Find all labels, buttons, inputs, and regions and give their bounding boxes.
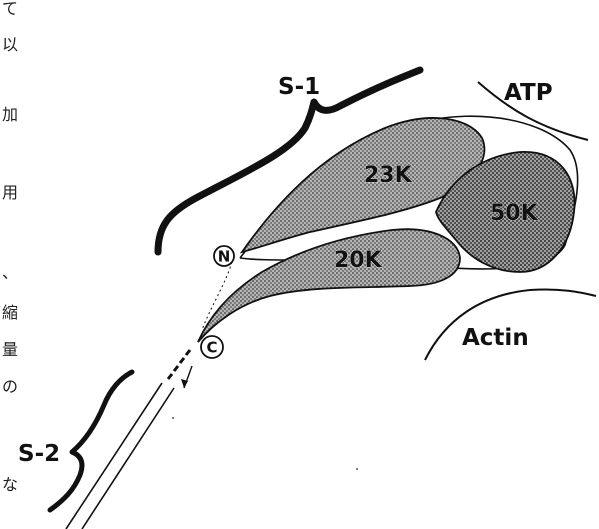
label-20k: 20K xyxy=(334,248,383,273)
direction-arrow-icon xyxy=(181,366,192,388)
stray-dot xyxy=(356,468,358,470)
label-s2: S-2 xyxy=(18,441,60,467)
margin-text: て 以 加 用 、 縮 量 の な xyxy=(2,0,18,494)
margin-char: 以 xyxy=(2,35,18,54)
c-terminus-label: C xyxy=(206,339,217,357)
margin-char: て xyxy=(2,0,18,18)
margin-char: 用 xyxy=(2,183,18,202)
s2-brace xyxy=(50,372,132,510)
hinge-dashes xyxy=(168,350,190,379)
n-terminus-label: N xyxy=(218,248,231,266)
label-50k: 50K xyxy=(490,201,539,226)
margin-char: な xyxy=(2,475,18,494)
label-23k: 23K xyxy=(364,163,413,188)
stray-dot xyxy=(172,417,174,419)
margin-char: 、 xyxy=(2,263,18,282)
margin-char: の xyxy=(2,377,18,396)
margin-char: 量 xyxy=(2,340,18,359)
s2-rod xyxy=(66,383,174,529)
label-actin: Actin xyxy=(462,325,529,351)
domain-20k xyxy=(198,229,460,342)
margin-char: 縮 xyxy=(2,303,18,322)
label-s1: S-1 xyxy=(278,74,320,100)
label-atp: ATP xyxy=(504,80,553,106)
margin-char: 加 xyxy=(2,105,18,124)
